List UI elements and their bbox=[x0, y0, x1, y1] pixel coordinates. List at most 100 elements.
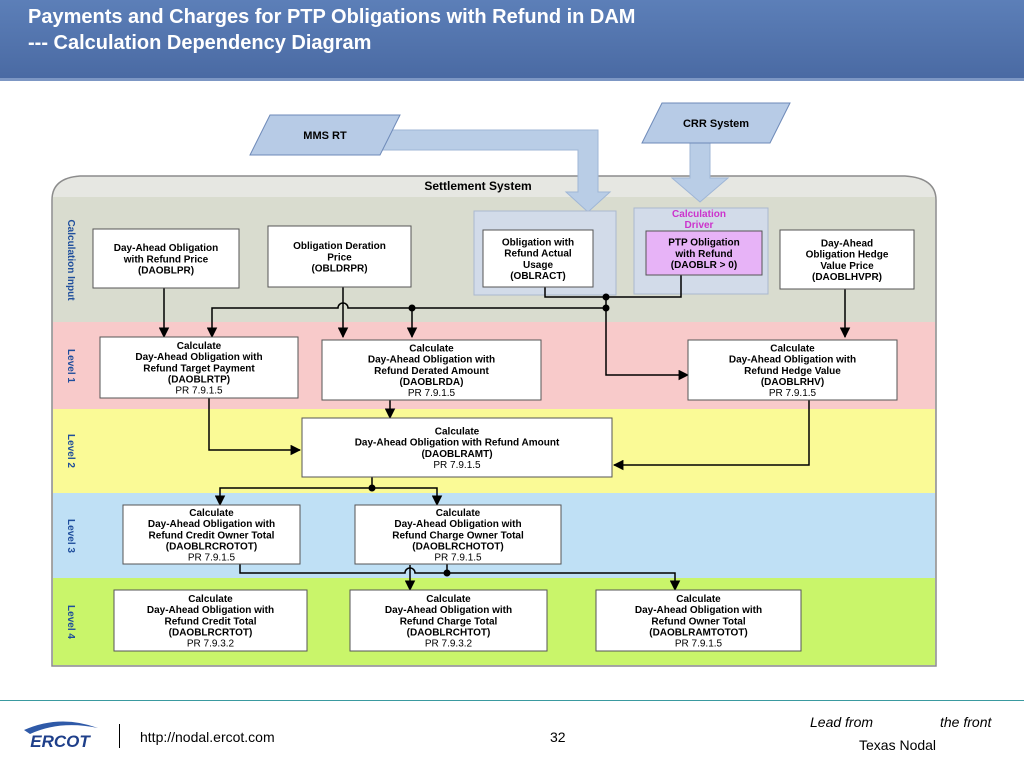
calc-daoblrtp-text-line: Day-Ahead Obligation with bbox=[135, 352, 262, 363]
mms-flow-arrow bbox=[369, 129, 612, 213]
calc-daoblrtp-rect bbox=[99, 336, 299, 399]
input-oblract-rect bbox=[482, 229, 594, 288]
input-obldrpr-text-line: (OBLDRPR) bbox=[311, 264, 367, 275]
crr-system bbox=[641, 102, 791, 144]
page-number: 32 bbox=[550, 729, 566, 745]
calc-daoblrcrtot-text-line: PR 7.9.3.2 bbox=[187, 639, 235, 650]
calc-daoblrchtot-text-line: Calculate bbox=[426, 594, 471, 605]
input-obldrpr-rect bbox=[267, 225, 412, 288]
calc-daoblrchotot-rect bbox=[354, 504, 562, 565]
calc-daoblramtotot-text-line: PR 7.9.1.5 bbox=[675, 639, 723, 650]
input-oblract-text-line: Refund Actual bbox=[504, 249, 572, 260]
footer-url[interactable]: http://nodal.ercot.com bbox=[140, 729, 275, 745]
input-obldrpr-text-line: Price bbox=[327, 252, 352, 263]
calc-daoblrcrtot-text-line: Calculate bbox=[188, 594, 233, 605]
calc-daoblrchtot-text-line: Refund Charge Total bbox=[400, 616, 498, 627]
footer-separator bbox=[119, 724, 120, 748]
calc-daoblrcrotot-text-line: (DAOBLRCROTOT) bbox=[166, 542, 257, 553]
band-label-input: Calculation Input bbox=[65, 219, 76, 301]
calc-daoblrcrotot-text-line: Calculate bbox=[189, 508, 234, 519]
mms-rt-system bbox=[249, 114, 401, 156]
calc-daoblrchotot-text-line: Refund Charge Owner Total bbox=[392, 530, 524, 541]
input-daoblhvpr-text-line: Value Price bbox=[820, 261, 874, 272]
input-daoblr-driver-text-line: PTP Obligation bbox=[668, 238, 739, 249]
calc-daoblramtotot-text-line: Calculate bbox=[676, 594, 721, 605]
input-daoblhvpr-text-line: (DAOBLHVPR) bbox=[812, 272, 882, 283]
calc-daoblramt-text-line: Calculate bbox=[435, 427, 480, 438]
driver-label-line-2: Driver bbox=[685, 220, 714, 231]
calc-daoblrchtot-text-line: (DAOBLRCHTOT) bbox=[407, 628, 491, 639]
calc-daoblrhv-text-line: PR 7.9.1.5 bbox=[769, 388, 817, 399]
input-daoblr-driver-text-line: with Refund bbox=[674, 249, 732, 260]
calc-daoblrtp-text-line: Refund Target Payment bbox=[143, 363, 255, 374]
calc-daoblrda-text-line: PR 7.9.1.5 bbox=[408, 388, 456, 399]
settlement-title: Settlement System bbox=[424, 179, 531, 193]
band-label-level-2: Level 2 bbox=[65, 434, 76, 468]
calc-daoblrda-rect bbox=[321, 339, 542, 401]
page-subtitle: --- Calculation Dependency Diagram bbox=[28, 32, 372, 54]
calc-daoblrda-text-line: Day-Ahead Obligation with bbox=[368, 355, 495, 366]
band-label-level-3: Level 3 bbox=[65, 519, 76, 553]
input-daoblpr-rect bbox=[92, 228, 240, 289]
input-daoblpr-text-line: (DAOBLPR) bbox=[138, 266, 194, 277]
calc-daoblrcrotot-text-line: Day-Ahead Obligation with bbox=[148, 519, 275, 530]
dependency-diagram: Settlement System Calculation Input Leve… bbox=[51, 102, 937, 667]
calc-daoblrchotot-text-line: PR 7.9.1.5 bbox=[434, 553, 482, 564]
ercot-logo-swoosh-icon: ERCOT bbox=[24, 721, 98, 751]
connectors bbox=[158, 273, 851, 592]
calc-daoblramt-rect bbox=[301, 417, 613, 478]
title-accent-line bbox=[0, 78, 1024, 81]
input-obldrpr-text-line: Obligation Deration bbox=[293, 241, 386, 252]
calc-daoblrda-text-line: Calculate bbox=[409, 343, 454, 354]
calc-daoblrda-text-line: (DAOBLRDA) bbox=[400, 377, 464, 388]
calc-daoblrchotot-text-line: Day-Ahead Obligation with bbox=[394, 519, 521, 530]
input-daoblpr-text-line: Day-Ahead Obligation bbox=[114, 243, 218, 254]
calc-daoblrchtot-rect bbox=[349, 589, 548, 652]
calc-daoblrchotot-text-line: Calculate bbox=[436, 508, 481, 519]
input-daoblhvpr-text-line: Day-Ahead bbox=[821, 239, 873, 250]
calc-daoblrchtot-text-line: Day-Ahead Obligation with bbox=[385, 605, 512, 616]
band-label-level-1: Level 1 bbox=[65, 349, 76, 383]
calc-daoblrhv-rect bbox=[687, 339, 898, 401]
input-oblract-text-line: Obligation with bbox=[502, 238, 574, 249]
calc-daoblrda-text-line: Refund Derated Amount bbox=[374, 366, 489, 377]
calc-daoblramt-text-line: (DAOBLRAMT) bbox=[421, 449, 492, 460]
driver-label-line-1: Calculation bbox=[672, 209, 726, 220]
calc-daoblrcrotot-rect bbox=[122, 504, 301, 565]
calc-daoblrhv-text-line: (DAOBLRHV) bbox=[761, 377, 824, 388]
mms-rt-label: MMS RT bbox=[303, 130, 347, 142]
band-label-level-4: Level 4 bbox=[65, 605, 76, 639]
input-oblract-text-line: (OBLRACT) bbox=[510, 271, 566, 282]
crr-system-label: CRR System bbox=[683, 118, 749, 130]
tagline-texas-nodal: Texas Nodal bbox=[859, 737, 937, 753]
crr-flow-arrow bbox=[670, 139, 730, 203]
calc-daoblrhv-text-line: Calculate bbox=[770, 343, 815, 354]
calc-daoblramtotot-text-line: (DAOBLRAMTOTOT) bbox=[649, 628, 748, 639]
svg-text:ERCOT: ERCOT bbox=[30, 732, 91, 751]
tagline-lead-from: Lead from bbox=[810, 714, 874, 730]
input-daoblhvpr-rect bbox=[779, 229, 915, 290]
calc-daoblrcrtot-text-line: Day-Ahead Obligation with bbox=[147, 605, 274, 616]
footer-divider bbox=[0, 700, 1024, 701]
calc-daoblrtp-text-line: Calculate bbox=[177, 341, 222, 352]
calc-daoblrtp-text-line: (DAOBLRTP) bbox=[168, 375, 230, 386]
calc-daoblrchotot-text-line: (DAOBLRCHOTOT) bbox=[412, 542, 503, 553]
calc-daoblrcrtot-text-line: Refund Credit Total bbox=[164, 616, 256, 627]
ercot-logo: ERCOT bbox=[20, 716, 100, 752]
calc-daoblramt-text-line: PR 7.9.1.5 bbox=[433, 460, 481, 471]
input-daoblpr-text-line: with Refund Price bbox=[123, 254, 209, 265]
calc-daoblrhv-text-line: Refund Hedge Value bbox=[744, 366, 841, 377]
calc-daoblramt-text-line: Day-Ahead Obligation with Refund Amount bbox=[355, 438, 560, 449]
page-title: Payments and Charges for PTP Obligations… bbox=[28, 6, 636, 28]
